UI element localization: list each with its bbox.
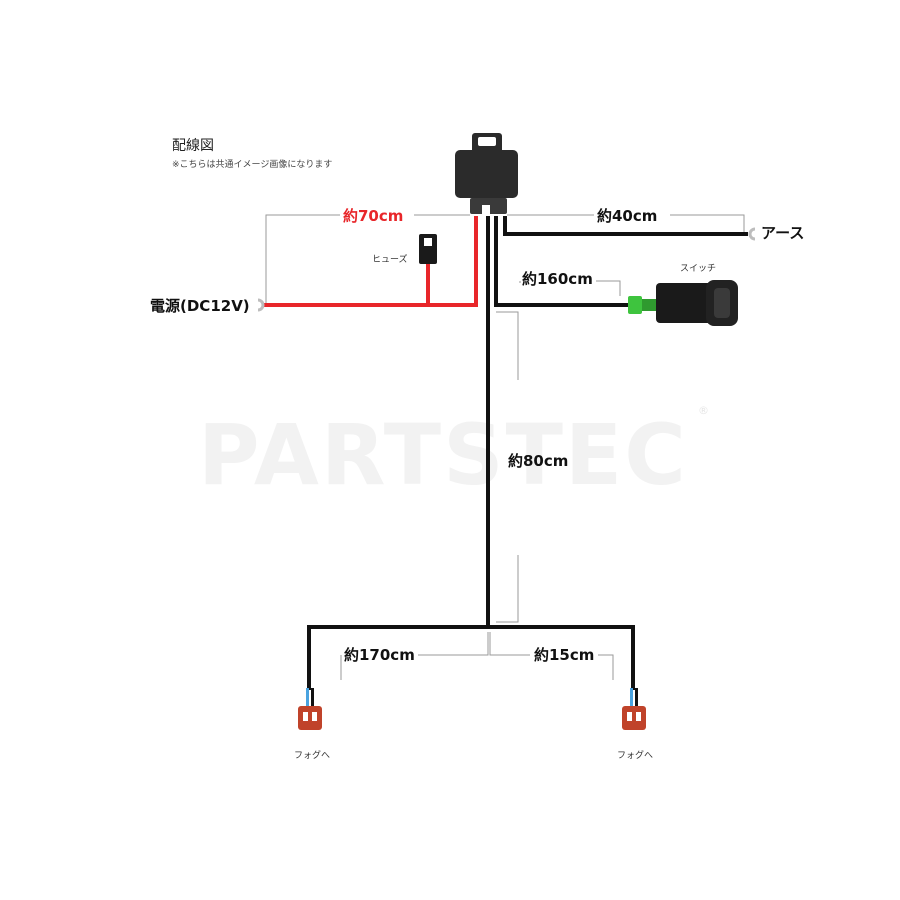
- dim-guide-15-right: [598, 654, 614, 680]
- dim-guide-80-bottom: [496, 555, 519, 623]
- diagram-title: 配線図: [172, 138, 214, 154]
- dim-guide-15-left: [489, 632, 530, 656]
- dimension-guides: [265, 214, 745, 680]
- dim-guide-160-right: [596, 280, 621, 296]
- fuse-label: ヒューズ: [372, 253, 408, 265]
- power-wire: [262, 216, 478, 307]
- length-70-label: 約70cm: [343, 207, 403, 225]
- split-bar-wire: [307, 625, 635, 690]
- dim-guide-80-top: [496, 311, 519, 380]
- ground-wire: [503, 216, 748, 236]
- fog-connector-left: [298, 688, 322, 730]
- relay: [455, 133, 518, 214]
- power-terminal: [257, 298, 265, 312]
- fog-right-label: フォグへ: [617, 749, 653, 761]
- fog-left-label: フォグへ: [294, 749, 330, 761]
- length-170-label: 約170cm: [344, 646, 415, 664]
- switch-unit: [628, 280, 738, 326]
- watermark-text: PARTSTEC: [198, 406, 688, 504]
- ground-label: アース: [761, 224, 804, 242]
- dim-guide-70-left: [265, 214, 340, 304]
- length-40-label: 約40cm: [597, 207, 657, 225]
- watermark-registered-mark: ®: [698, 404, 709, 417]
- main-wires: [307, 216, 748, 690]
- dim-guide-170-right: [418, 632, 489, 656]
- ground-terminal: [748, 227, 756, 241]
- dim-guide-40-right: [670, 214, 745, 232]
- switch-wire: [494, 216, 628, 307]
- fuse-holder: [419, 234, 437, 264]
- fog-connector-right: [622, 688, 646, 730]
- length-160-label: 約160cm: [522, 270, 593, 288]
- switch-label: スイッチ: [680, 263, 716, 274]
- diagram-note: ※こちらは共通イメージ画像になります: [172, 158, 332, 170]
- length-80-label: 約80cm: [508, 452, 568, 470]
- length-15-label: 約15cm: [534, 646, 594, 664]
- power-label: 電源(DC12V): [150, 297, 250, 315]
